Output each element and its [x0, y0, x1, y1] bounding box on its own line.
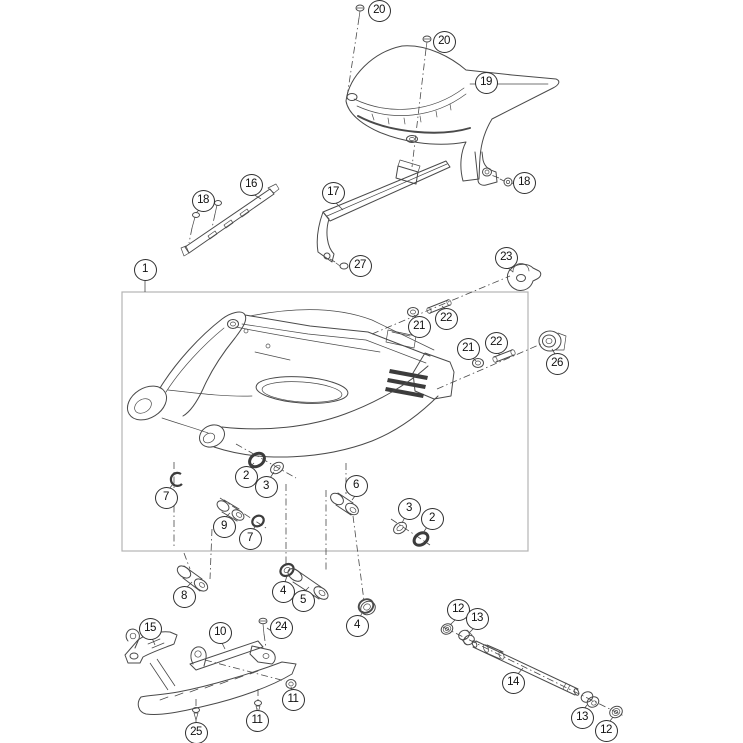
callout-13[interactable]: 13 [465, 608, 489, 630]
chain-guide-17-drawing [316, 159, 451, 270]
callout-label: 12 [600, 724, 612, 737]
callout-label: 16 [245, 178, 257, 191]
callout-label: 18 [518, 176, 530, 189]
callout-label: 23 [500, 251, 512, 264]
callout-label: 22 [490, 336, 502, 349]
callout-1[interactable]: 1 [133, 259, 157, 281]
callout-label: 14 [507, 676, 519, 689]
callout-label: 5 [300, 594, 306, 607]
callout-13[interactable]: 13 [570, 707, 594, 729]
callout-label: 17 [327, 186, 339, 199]
callout-24[interactable]: 24 [269, 617, 293, 639]
callout-label: 2 [243, 470, 249, 483]
callout-16[interactable]: 16 [239, 174, 263, 196]
callout-21[interactable]: 21 [407, 316, 431, 338]
swingarm-drawing [126, 309, 455, 458]
callout-label: 25 [190, 726, 202, 739]
callout-3[interactable]: 3 [254, 476, 278, 498]
callout-label: 22 [440, 312, 452, 325]
axle-drawing [440, 623, 625, 719]
callout-12[interactable]: 12 [594, 720, 618, 742]
callout-label: 4 [354, 619, 360, 632]
callout-label: 20 [373, 4, 385, 17]
callout-label: 11 [251, 714, 263, 727]
callout-8[interactable]: 8 [172, 586, 196, 608]
callout-label: 21 [413, 320, 425, 333]
callout-label: 26 [551, 357, 563, 370]
callout-20[interactable]: 20 [432, 31, 456, 53]
callout-label: 4 [280, 585, 286, 598]
callout-label: 27 [354, 259, 366, 272]
callout-label: 18 [197, 194, 209, 207]
callout-label: 3 [263, 480, 269, 493]
callout-22[interactable]: 22 [434, 308, 458, 330]
callout-23[interactable]: 23 [494, 247, 518, 269]
callout-label: 13 [576, 711, 588, 724]
callout-22[interactable]: 22 [484, 332, 508, 354]
callout-15[interactable]: 15 [138, 618, 162, 640]
callout-label: 11 [287, 693, 299, 706]
callout-7[interactable]: 7 [238, 528, 262, 550]
callout-25[interactable]: 25 [184, 722, 208, 743]
callout-label: 7 [163, 491, 169, 504]
callout-label: 15 [144, 622, 156, 635]
callout-2[interactable]: 2 [234, 466, 258, 488]
callout-label: 19 [480, 76, 492, 89]
chain-guide-16-drawing [180, 183, 280, 257]
callout-label: 20 [438, 35, 450, 48]
callout-18[interactable]: 18 [191, 190, 215, 212]
callout-label: 12 [452, 603, 464, 616]
callout-6[interactable]: 6 [344, 475, 368, 497]
callout-27[interactable]: 27 [348, 255, 372, 277]
callout-5[interactable]: 5 [291, 590, 315, 612]
callout-19[interactable]: 19 [474, 72, 498, 94]
chain-adjuster-drawing [371, 263, 567, 390]
callout-10[interactable]: 10 [208, 622, 232, 644]
callout-9[interactable]: 9 [212, 516, 236, 538]
callout-label: 2 [429, 512, 435, 525]
callout-label: 24 [275, 621, 287, 634]
callout-17[interactable]: 17 [321, 182, 345, 204]
callout-label: 9 [221, 520, 227, 533]
callout-20[interactable]: 20 [367, 0, 391, 22]
assembly-box [121, 291, 529, 552]
callout-label: 6 [353, 479, 359, 492]
callout-label: 7 [247, 532, 253, 545]
callout-label: 1 [142, 263, 148, 276]
callout-4[interactable]: 4 [271, 581, 295, 603]
callout-11[interactable]: 11 [245, 710, 269, 732]
callout-label: 21 [462, 342, 474, 355]
callout-26[interactable]: 26 [545, 353, 569, 375]
callout-4[interactable]: 4 [345, 615, 369, 637]
callout-label: 3 [406, 502, 412, 515]
callout-18[interactable]: 18 [512, 172, 536, 194]
fender-screws-drawing [346, 4, 513, 187]
callout-11[interactable]: 11 [281, 689, 305, 711]
callout-3[interactable]: 3 [397, 498, 421, 520]
callout-label: 10 [214, 626, 226, 639]
callout-14[interactable]: 14 [501, 672, 525, 694]
callout-7[interactable]: 7 [154, 487, 178, 509]
callout-21[interactable]: 21 [456, 338, 480, 360]
callout-2[interactable]: 2 [420, 508, 444, 530]
callout-label: 13 [471, 612, 483, 625]
callout-label: 8 [181, 590, 187, 603]
